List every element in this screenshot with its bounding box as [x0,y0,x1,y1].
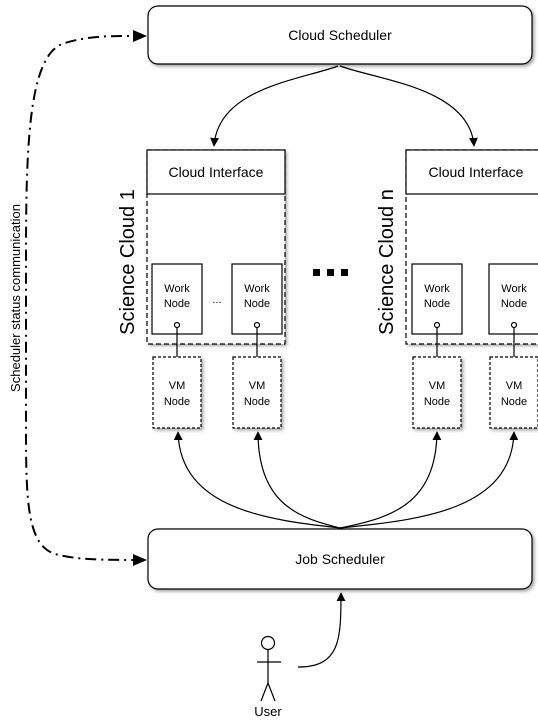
status-arrowhead-top [133,30,147,42]
cloud-n-work-node-2-line1: Work [501,283,527,295]
cloud-1-work-node-2-line1: Work [244,283,270,295]
cloud-1-work-node-2-line2: Node [244,298,270,310]
user-to-job-scheduler-arrow [297,592,346,668]
scheduler-to-cloudn-arrow [339,65,478,147]
more-clouds-ellipsis [313,269,348,276]
scheduler-to-cloud1-arrow [210,65,339,147]
cloud-n-work-node-1-line2: Node [424,298,450,310]
user-label: User [254,704,282,719]
cloud-n-work-node-1-line1: Work [424,283,450,295]
cloud-1-work-node-gap: ... [212,294,221,306]
user-icon [257,635,281,702]
cloud-n-vm-node-1 [412,356,462,429]
scheduler-status-label: Scheduler status communication [8,204,23,392]
status-arrowhead-bottom [133,554,147,566]
cloud-n-work-node-2-line2: Node [501,298,527,310]
cloud-1-vm-node-1-line2: Node [164,396,190,408]
cloud-n-vm-node-2 [489,356,538,429]
cloud-1-vm-node-1-line1: VM [169,380,186,392]
cloud-n-interface-label: Cloud Interface [429,164,524,180]
cloud-1-vm-node-2 [232,356,282,429]
cloud-n-vm-node-2-line1: VM [506,380,523,392]
science-cloud-n: Cloud Interface Work Node Work Node [405,149,538,345]
scheduler-status-link [25,35,146,561]
cloud-scheduler-label: Cloud Scheduler [288,27,392,43]
cloud-scheduler-box: Cloud Scheduler [147,5,533,65]
cloud-n-border [405,149,538,345]
science-cloud-n-label: Science Cloud n [376,189,398,335]
science-cloud-1: Cloud Interface Work Node ... Work Node [146,149,286,345]
cloud-n-vm-node-1-line2: Node [424,396,450,408]
cloud-1-interface-box [146,149,286,195]
job-scheduler-box: Job Scheduler [147,528,533,590]
science-cloud-1-label: Science Cloud 1 [117,189,139,335]
cloud-n-vm-node-2-line2: Node [501,396,527,408]
vm-nodes: VM Node VM Node VM Node VM Node [152,356,538,429]
cloud-1-vm-node-2-line1: VM [249,380,266,392]
cloud-n-vm-node-1-line1: VM [429,380,446,392]
cloud-n-interface-box [405,149,538,195]
job-scheduler-label: Job Scheduler [295,551,385,567]
cloud-1-work-node-1-line1: Work [164,283,190,295]
cloud-1-vm-node-1 [152,356,202,429]
job-to-vm-arrows [173,431,519,529]
cloud-1-work-node-1-line2: Node [164,298,190,310]
cloud-1-interface-label: Cloud Interface [169,164,264,180]
cloud-1-vm-node-2-line2: Node [244,396,270,408]
